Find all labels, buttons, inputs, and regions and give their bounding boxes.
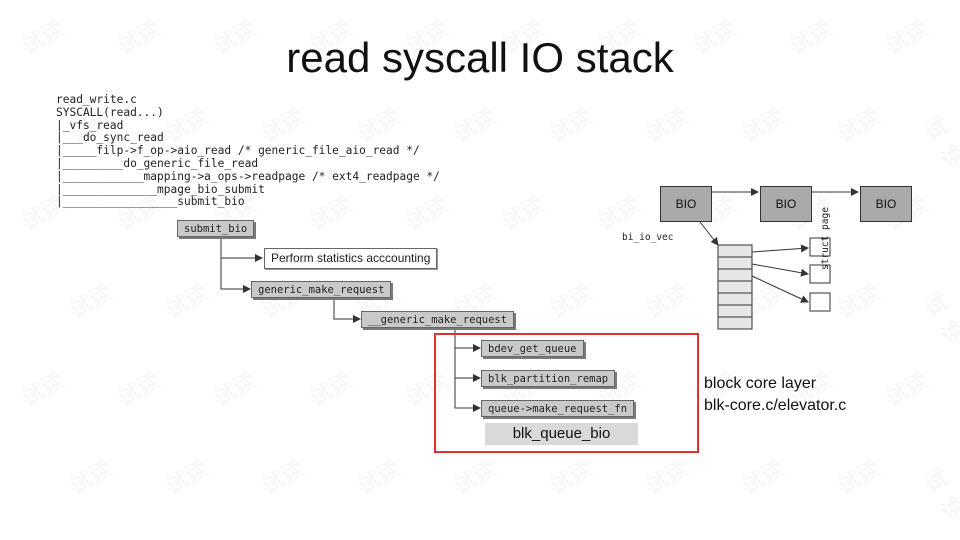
connector-vec-page2 (751, 263, 809, 277)
call-trace-line: read_write.c (56, 93, 137, 106)
call-trace: read_write.c SYSCALL(read...) |_vfs_read… (56, 93, 440, 209)
__generic-make-request-box: __generic_make_request (361, 311, 515, 328)
connector-vec-page1 (751, 244, 809, 253)
block-core-highlight (434, 333, 699, 453)
struct-page-label: struct page (820, 207, 831, 270)
struct-page-box (809, 292, 831, 312)
connector-stats (220, 237, 263, 262)
bio-box-3: BIO (860, 186, 912, 222)
page-title: read syscall IO stack (286, 34, 674, 81)
make-request-fn-box: queue->make_request_fn (481, 400, 635, 417)
call-trace-line: |_________________submit_bio (56, 195, 245, 209)
block-core-note-line1: block core layer (704, 375, 817, 392)
struct-page-box (809, 237, 831, 257)
blk-queue-bio-label: blk_queue_bio (485, 423, 638, 445)
stats-box: Perform statistics acccounting (264, 248, 438, 269)
call-trace-line: |_vfs_read (56, 118, 124, 132)
block-core-note-line2: blk-core.c/elevator.c (704, 397, 847, 414)
call-trace-line: |_________do_generic_file_read (56, 156, 259, 170)
blk-partition-remap-box: blk_partition_remap (481, 370, 616, 387)
struct-page-box (809, 264, 831, 284)
bi-io-vec-array (717, 244, 753, 330)
bio-box-2: BIO (760, 186, 812, 222)
call-trace-line: |_____filp->f_op->aio_read /* generic_fi… (56, 144, 420, 158)
generic-make-request-box: generic_make_request (251, 281, 392, 298)
connector-mkreq (454, 378, 481, 412)
connector-bio1-vec (699, 221, 719, 246)
connector-__generic (333, 297, 361, 323)
call-trace-line: |___do_sync_read (56, 131, 164, 145)
connector-vec-page3 (751, 275, 809, 303)
bdev-get-queue-box: bdev_get_queue (481, 340, 584, 357)
submit-bio-box: submit_bio (177, 220, 255, 237)
call-trace-line: |____________mapping->a_ops->readpage /*… (56, 169, 440, 183)
connector-generic (220, 258, 251, 293)
bio-box-1: BIO (660, 186, 712, 222)
call-trace-line: SYSCALL(read...) (56, 105, 164, 119)
bi-io-vec-label: bi_io_vec (622, 232, 674, 243)
call-trace-line: |______________mpage_bio_submit (56, 182, 265, 196)
